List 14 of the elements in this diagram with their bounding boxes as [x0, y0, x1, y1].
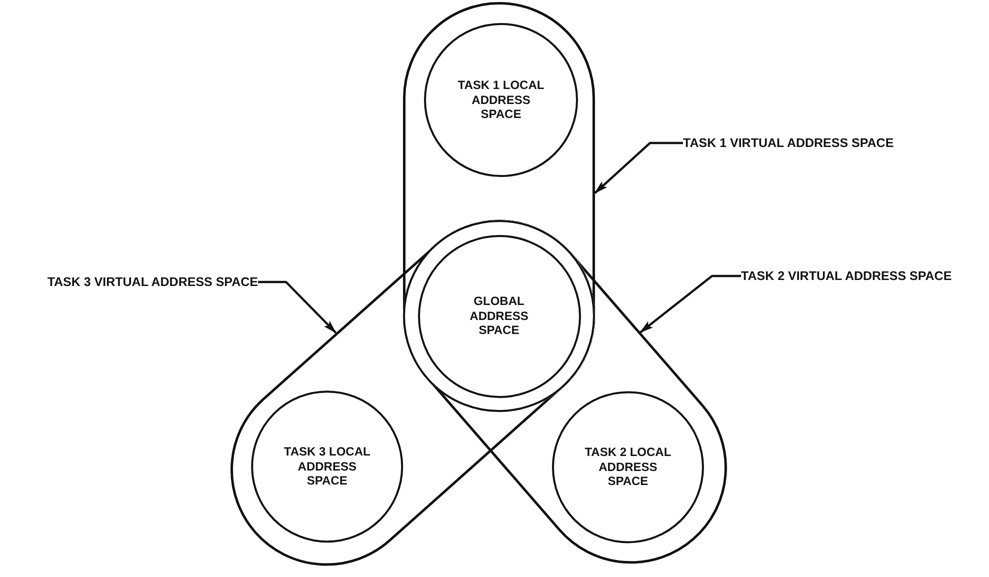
callout-label: TASK 3 VIRTUAL ADDRESS SPACE: [47, 276, 258, 288]
circle-text: GLOBAL ADDRESS SPACE: [468, 294, 530, 338]
circle-text: TASK 1 LOCAL ADDRESS SPACE: [456, 78, 546, 122]
circle-text: TASK 3 LOCAL ADDRESS SPACE: [282, 444, 371, 488]
leader-arrow: [640, 274, 741, 334]
leader-arrow: [594, 142, 683, 194]
circle-text: TASK 2 LOCAL ADDRESS SPACE: [583, 446, 672, 490]
address-space-ring: [403, 220, 595, 412]
leader-arrow: [258, 280, 337, 334]
callout-label: TASK 1 VIRTUAL ADDRESS SPACE: [683, 136, 894, 150]
callout-label: TASK 2 VIRTUAL ADDRESS SPACE: [741, 270, 952, 282]
address-space-circle: [250, 390, 402, 542]
address-space-circle: [551, 392, 704, 544]
address-space-circle: [424, 24, 578, 178]
